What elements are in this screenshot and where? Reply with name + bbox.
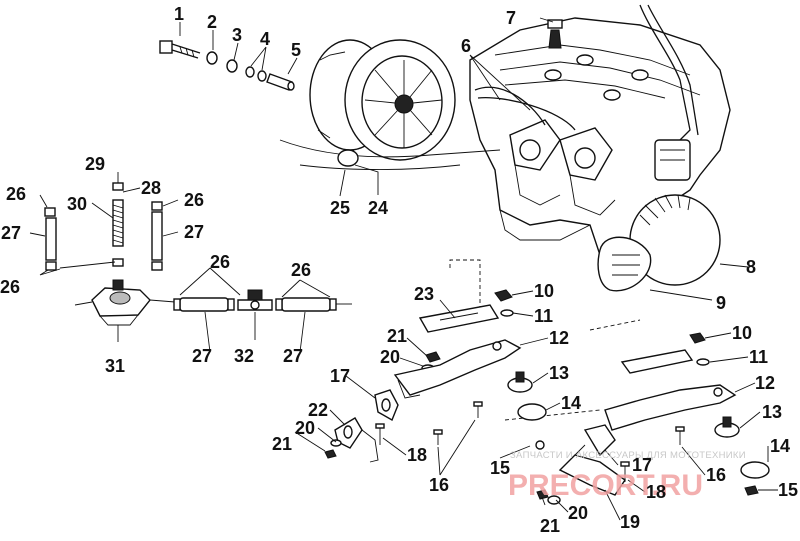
callout-25: 25 [330, 198, 350, 218]
watermark-text: ЗАПЧАСТИ И АКСЕССУАРЫ ДЛЯ МОТОТЕХНИКИ [510, 450, 746, 461]
callout-17-lower: 17 [632, 455, 652, 475]
callout-10-upper: 10 [534, 281, 554, 301]
callout-16-left: 16 [429, 475, 449, 495]
callout-12-upper: 12 [549, 328, 569, 348]
callout-32: 32 [234, 346, 254, 366]
callout-1: 1 [174, 4, 184, 24]
callout-18-upper: 18 [407, 445, 427, 465]
callout-6: 6 [461, 36, 471, 56]
engine-mounts [324, 259, 770, 505]
watermark-logo: PRECORT.RU [508, 469, 703, 502]
callout-26-right-top: 26 [184, 190, 204, 210]
bolt-assembly [159, 40, 295, 91]
callout-8: 8 [746, 257, 756, 277]
callout-21-lower: 21 [540, 516, 560, 536]
callout-29: 29 [85, 154, 105, 174]
leader-lines [29, 17, 778, 521]
callout-26-hose-a: 26 [210, 252, 230, 272]
callouts: 1 2 3 4 5 6 7 8 9 10 10 11 11 12 12 13 1… [0, 4, 798, 536]
callout-27-hose-a: 27 [192, 346, 212, 366]
callout-14-upper: 14 [561, 393, 581, 413]
callout-27-left: 27 [1, 223, 21, 243]
callout-26-left-bottom: 26 [0, 277, 20, 297]
drive-clutch [279, 39, 501, 170]
callout-3: 3 [232, 25, 242, 45]
callout-14-right: 14 [770, 436, 790, 456]
callout-27-hose-b: 27 [283, 346, 303, 366]
callout-12-right: 12 [755, 373, 775, 393]
callout-9: 9 [716, 293, 726, 313]
callout-11-upper: 11 [534, 306, 553, 326]
callout-11-right: 11 [749, 347, 768, 367]
callout-20-lower: 20 [568, 503, 588, 523]
callout-22: 22 [308, 400, 328, 420]
callout-26-left-top: 26 [6, 184, 26, 204]
callout-30: 30 [67, 194, 87, 214]
callout-10-right: 10 [732, 323, 752, 343]
callout-13-right: 13 [762, 402, 782, 422]
callout-4: 4 [260, 29, 270, 49]
callout-17-upper: 17 [330, 366, 350, 386]
callout-23: 23 [414, 284, 434, 304]
callout-21-upper: 21 [387, 326, 407, 346]
callout-24: 24 [368, 198, 388, 218]
callout-27-right: 27 [184, 222, 204, 242]
callout-15-left: 15 [490, 458, 510, 478]
fuel-system [44, 182, 352, 326]
callout-13-upper: 13 [549, 363, 569, 383]
callout-28: 28 [141, 178, 161, 198]
callout-5: 5 [291, 40, 301, 60]
callout-2: 2 [207, 12, 217, 32]
callout-31: 31 [105, 356, 125, 376]
callout-18-lower: 18 [646, 482, 666, 502]
engine-assembly [469, 4, 731, 292]
clamp-25 [337, 149, 359, 167]
callout-15-right: 15 [778, 480, 798, 500]
callout-19: 19 [620, 512, 640, 532]
callout-26-hose-b: 26 [291, 260, 311, 280]
callout-20-left: 20 [295, 418, 315, 438]
callout-21-left: 21 [272, 434, 292, 454]
callout-16-right: 16 [706, 465, 726, 485]
callout-7: 7 [506, 8, 516, 28]
callout-20-upper: 20 [380, 347, 400, 367]
